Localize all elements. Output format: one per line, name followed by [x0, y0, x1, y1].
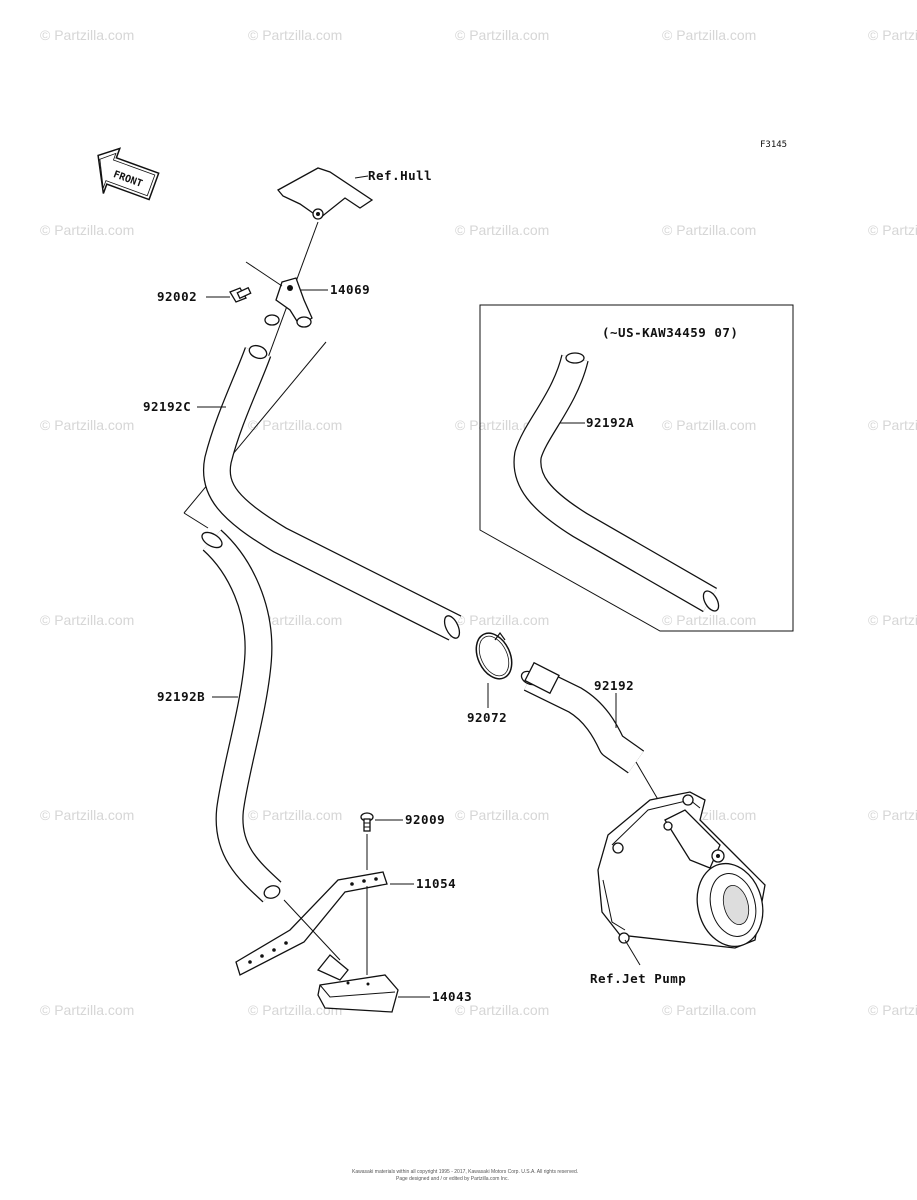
watermark: © Partzilla.com — [455, 807, 549, 823]
front-arrow-icon: FRONT — [97, 147, 160, 201]
label-92192c: 92192C — [143, 399, 191, 414]
leader-line — [624, 939, 641, 966]
hose-92192 — [520, 661, 645, 774]
watermark: © Partzilla.com — [662, 222, 756, 238]
variant-box: (~US-KAW34459 07) — [479, 304, 794, 632]
strainer-14043 — [316, 954, 399, 1013]
watermark: © Partzilla.com — [868, 612, 917, 628]
label-92002: 92002 — [157, 289, 197, 304]
watermark: © Partzilla.com — [662, 27, 756, 43]
label-ref-jet-pump: Ref.Jet Pump — [590, 971, 686, 986]
copyright-line-2: Page designed and / or edited by Partzil… — [396, 1176, 509, 1182]
hose-92192b — [201, 529, 282, 903]
watermark: © Partzilla.com — [662, 417, 756, 433]
label-11054: 11054 — [416, 876, 456, 891]
label-92192a: 92192A — [586, 415, 634, 430]
watermark: © Partzilla.com — [248, 807, 342, 823]
hose-92192c — [202, 344, 462, 641]
watermark: © Partzilla.com — [40, 222, 134, 238]
watermark: © Partzilla.com — [248, 417, 342, 433]
watermark: © Partzilla.com — [248, 612, 342, 628]
watermark-layer: © Partzilla.com © Partzilla.com © Partzi… — [40, 27, 917, 1018]
watermark: © Partzilla.com — [40, 27, 134, 43]
screw-92009 — [360, 812, 374, 870]
watermark: © Partzilla.com — [40, 612, 134, 628]
clamp-92072 — [475, 631, 513, 680]
fitting-14069 — [264, 277, 313, 328]
jet-pump — [597, 791, 766, 949]
label-14069: 14069 — [330, 282, 370, 297]
watermark: © Partzilla.com — [455, 222, 549, 238]
label-14043: 14043 — [432, 989, 472, 1004]
watermark: © Partzilla.com — [868, 1002, 917, 1018]
watermark: © Partzilla.com — [868, 417, 917, 433]
label-92072: 92072 — [467, 710, 507, 725]
watermark: © Partzilla.com — [868, 27, 917, 43]
watermark: © Partzilla.com — [455, 1002, 549, 1018]
label-92009: 92009 — [405, 812, 445, 827]
copyright-line: Kawasaki materials within all copyright … — [352, 1169, 578, 1175]
label-92192: 92192 — [594, 678, 634, 693]
watermark: © Partzilla.com — [40, 1002, 134, 1018]
bracket-11054 — [235, 871, 388, 976]
watermark: © Partzilla.com — [662, 612, 756, 628]
watermark: © Partzilla.com — [662, 1002, 756, 1018]
watermark: © Partzilla.com — [40, 417, 134, 433]
figure-code: F3145 — [760, 140, 787, 150]
watermark: © Partzilla.com — [868, 807, 917, 823]
watermark: © Partzilla.com — [248, 1002, 342, 1018]
watermark: © Partzilla.com — [455, 612, 549, 628]
watermark: © Partzilla.com — [868, 222, 917, 238]
watermark: © Partzilla.com — [248, 27, 342, 43]
bolt-92002 — [229, 286, 252, 303]
watermark: © Partzilla.com — [455, 27, 549, 43]
variant-note: (~US-KAW34459 07) — [602, 325, 738, 340]
label-92192b: 92192B — [157, 689, 205, 704]
label-ref-hull: Ref.Hull — [368, 168, 432, 183]
watermark: © Partzilla.com — [40, 807, 134, 823]
leader-line — [354, 175, 369, 179]
